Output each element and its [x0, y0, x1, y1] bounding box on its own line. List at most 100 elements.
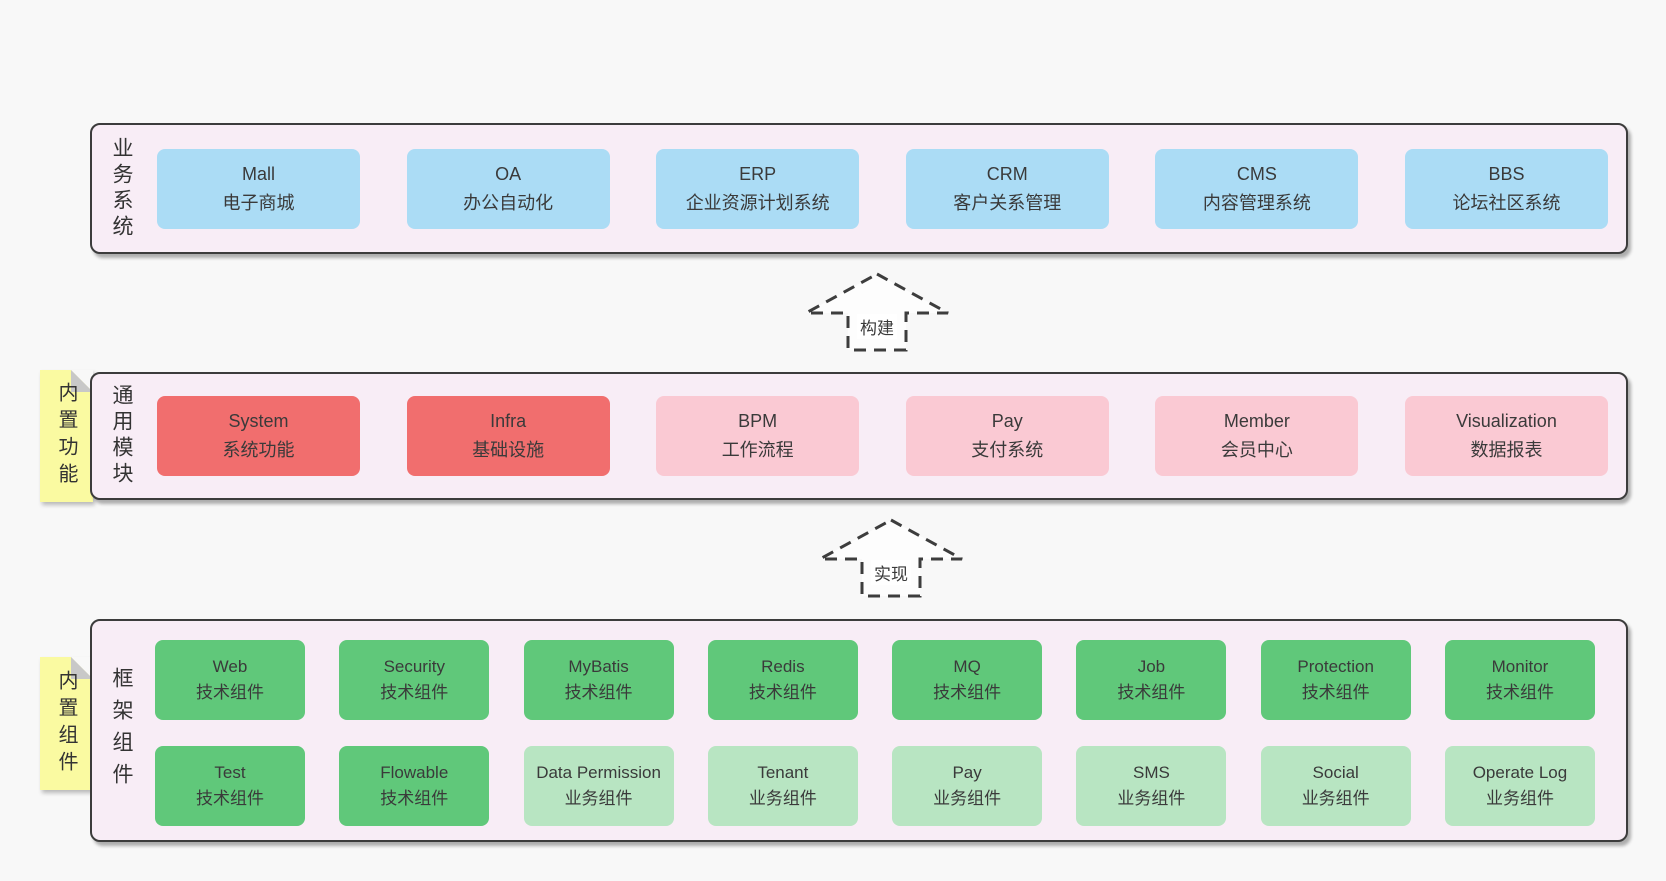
sticky-note-label: 内置组件 — [55, 669, 77, 778]
box-title: Infra — [490, 411, 527, 431]
box-title: Monitor — [1491, 657, 1549, 676]
box-subtitle: 企业资源计划系统 — [685, 192, 830, 213]
box-title: Operate Log — [1472, 763, 1568, 782]
box-subtitle: 技术组件 — [196, 683, 264, 702]
box-subtitle: 技术组件 — [564, 683, 633, 702]
box-subtitle: 业务组件 — [1485, 789, 1554, 808]
box-subtitle: 技术组件 — [1301, 683, 1370, 702]
box-subtitle: 技术组件 — [380, 683, 449, 702]
box-title: Tenant — [757, 763, 809, 782]
arrow-implement: 实现 — [816, 518, 966, 598]
box-oa: OA 办公自动化 — [406, 148, 610, 229]
box-member: Member 会员中心 — [1155, 396, 1359, 476]
box-title: SMS — [1132, 763, 1170, 782]
box-infra: Infra 基础设施 — [406, 396, 610, 476]
panel-framework-components: 框架组件 Web 技术组件 Security 技术组件 MyBatis 技术组件… — [90, 619, 1628, 842]
box-subtitle: 电子商城 — [222, 192, 295, 213]
box-bpm: BPM 工作流程 — [656, 396, 860, 476]
box-title: Job — [1137, 657, 1166, 676]
box-title: Mall — [241, 163, 275, 184]
box-subtitle: 业务组件 — [564, 789, 633, 808]
box-subtitle: 工作流程 — [721, 440, 794, 460]
arrow-build: 构建 — [802, 272, 952, 352]
box-crm: CRM 客户关系管理 — [905, 148, 1109, 229]
box-pay-module: Pay 支付系统 — [905, 396, 1109, 476]
box-subtitle: 论坛社区系统 — [1452, 192, 1561, 213]
business-systems-box-row: Mall 电子商城 OA 办公自动化 ERP 企业资源计划系统 CRM 客户关系… — [92, 125, 1626, 252]
box-mq: MQ 技术组件 — [892, 640, 1043, 720]
panel-label-common-modules: 通用模块 — [110, 384, 133, 488]
box-title: BPM — [738, 411, 778, 431]
box-erp: ERP 企业资源计划系统 — [656, 148, 860, 229]
box-monitor: Monitor 技术组件 — [1444, 640, 1595, 720]
box-title: Visualization — [1456, 411, 1557, 431]
box-job: Job 技术组件 — [1076, 640, 1227, 720]
box-title: Social — [1312, 763, 1359, 782]
box-subtitle: 业务组件 — [933, 789, 1002, 808]
box-title: BBS — [1488, 163, 1525, 184]
sticky-note-built-in-features: 内置功能 — [40, 370, 93, 502]
box-subtitle: 基础设施 — [472, 440, 545, 460]
box-security: Security 技术组件 — [339, 640, 490, 720]
box-operate-log: Operate Log 业务组件 — [1444, 746, 1595, 826]
box-subtitle: 办公自动化 — [463, 192, 554, 213]
box-subtitle: 技术组件 — [196, 789, 264, 808]
box-title: Data Permission — [536, 763, 661, 782]
sticky-note-built-in-components: 内置组件 — [40, 657, 93, 790]
box-subtitle: 支付系统 — [971, 440, 1044, 460]
common-modules-box-row: System 系统功能 Infra 基础设施 BPM 工作流程 Pay 支付系统… — [92, 374, 1626, 498]
box-subtitle: 技术组件 — [1117, 683, 1186, 702]
box-pay-component: Pay 业务组件 — [892, 746, 1043, 826]
framework-components-row-2: Test 技术组件 Flowable 技术组件 Data Permission … — [155, 746, 1595, 826]
box-test: Test 技术组件 — [155, 746, 305, 826]
box-subtitle: 客户关系管理 — [953, 192, 1062, 213]
box-title: CMS — [1236, 163, 1277, 184]
box-title: MyBatis — [568, 657, 629, 676]
box-redis: Redis 技术组件 — [707, 640, 858, 720]
box-subtitle: 业务组件 — [1301, 789, 1370, 808]
box-title: Web — [212, 657, 248, 676]
box-subtitle: 系统功能 — [222, 440, 295, 460]
box-social: Social 业务组件 — [1260, 746, 1411, 826]
box-subtitle: 业务组件 — [1117, 789, 1186, 808]
box-sms: SMS 业务组件 — [1076, 746, 1227, 826]
box-title: System — [228, 411, 289, 431]
box-data-permission: Data Permission 业务组件 — [523, 746, 674, 826]
box-mall: Mall 电子商城 — [157, 148, 360, 229]
box-subtitle: 数据报表 — [1470, 440, 1543, 460]
box-title: Member — [1223, 411, 1290, 431]
box-cms: CMS 内容管理系统 — [1155, 148, 1359, 229]
box-title: Security — [383, 657, 445, 676]
framework-components-row-1: Web 技术组件 Security 技术组件 MyBatis 技术组件 Redi… — [155, 640, 1595, 720]
box-subtitle: 技术组件 — [748, 683, 817, 702]
box-web: Web 技术组件 — [155, 640, 305, 720]
box-tenant: Tenant 业务组件 — [707, 746, 858, 826]
box-title: ERP — [739, 163, 777, 184]
box-title: Pay — [991, 411, 1023, 431]
box-title: Test — [214, 763, 246, 782]
box-subtitle: 技术组件 — [380, 789, 449, 808]
box-mybatis: MyBatis 技术组件 — [523, 640, 674, 720]
panel-common-modules: 通用模块 System 系统功能 Infra 基础设施 BPM 工作流程 Pay… — [90, 372, 1628, 500]
box-title: MQ — [953, 657, 981, 676]
box-flowable: Flowable 技术组件 — [339, 746, 490, 826]
box-bbs: BBS 论坛社区系统 — [1404, 148, 1608, 229]
box-title: Redis — [761, 657, 805, 676]
arrow-build-label: 构建 — [857, 314, 897, 339]
box-subtitle: 内容管理系统 — [1202, 192, 1311, 213]
box-title: CRM — [986, 163, 1028, 184]
box-title: Pay — [952, 763, 982, 782]
box-system: System 系统功能 — [157, 396, 360, 476]
panel-label-framework-components: 框架组件 — [110, 666, 133, 795]
box-protection: Protection 技术组件 — [1260, 640, 1411, 720]
box-title: Protection — [1297, 657, 1374, 676]
box-subtitle: 技术组件 — [1485, 683, 1554, 702]
dashed-up-arrow-icon — [819, 518, 963, 598]
dashed-up-arrow-icon — [805, 272, 949, 352]
box-subtitle: 业务组件 — [748, 789, 817, 808]
panel-business-systems: 业务系统 Mall 电子商城 OA 办公自动化 ERP 企业资源计划系统 CRM… — [90, 123, 1628, 254]
box-subtitle: 会员中心 — [1220, 440, 1293, 460]
box-title: Flowable — [380, 763, 449, 782]
box-visualization: Visualization 数据报表 — [1404, 396, 1608, 476]
